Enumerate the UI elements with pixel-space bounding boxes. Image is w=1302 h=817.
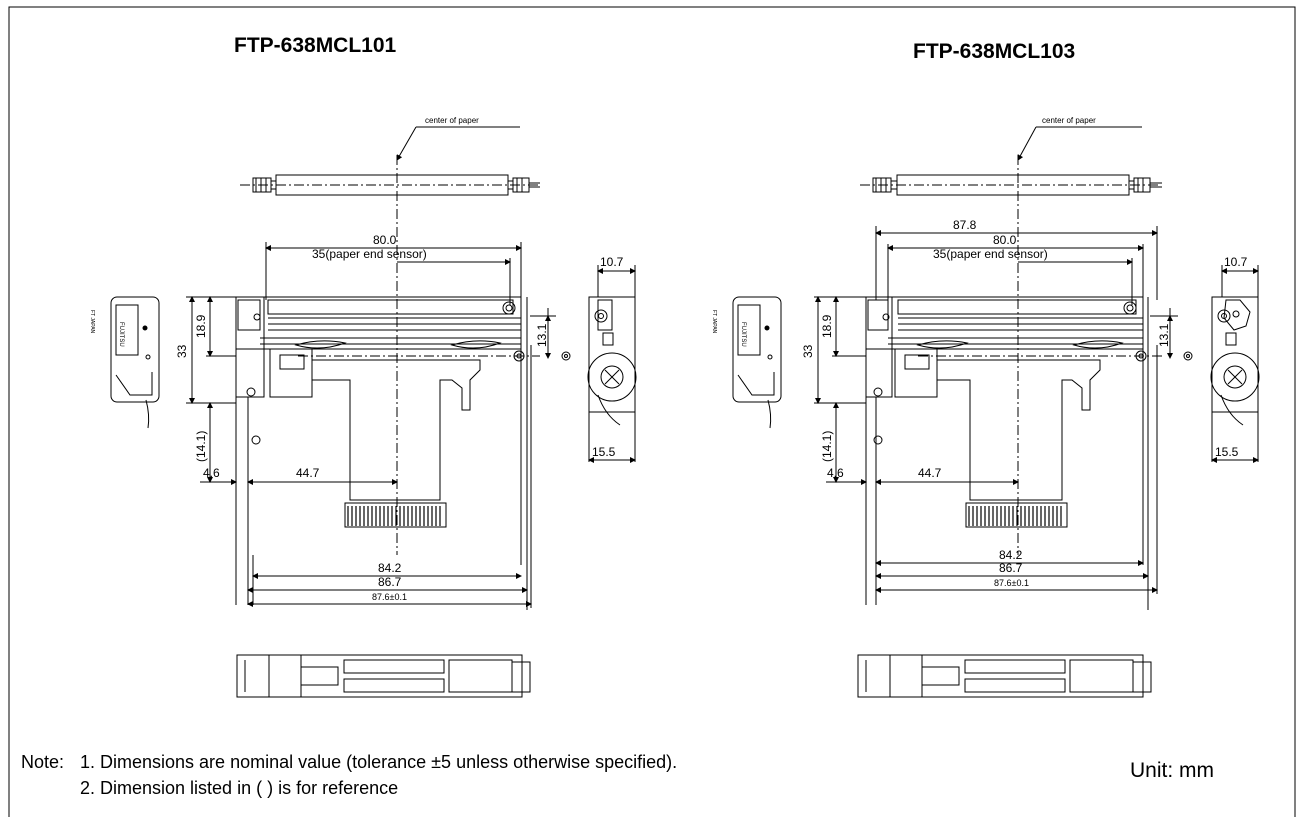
right-dim-sensor: 35(paper end sensor) [933, 247, 1048, 261]
bottom-view-right [857, 654, 1144, 698]
left-dim-84-2: 84.2 [378, 561, 402, 575]
left-dim-13-1: 13.1 [535, 323, 549, 347]
left-dim-10-7: 10.7 [600, 255, 624, 269]
left-label-small: FT JAPAN [89, 310, 95, 334]
note-line-1: 1. Dimensions are nominal value (toleran… [80, 752, 678, 772]
right-label-brand: FUJITSU [740, 322, 746, 347]
side-view-left [110, 296, 160, 403]
right-center-label: center of paper [1042, 116, 1096, 125]
left-label-brand: FUJITSU [118, 322, 124, 347]
right-dim-4-6: 4.6 [827, 466, 844, 480]
note-line-2: 2. Dimension listed in ( ) is for refere… [80, 778, 399, 798]
right-label-small: FT JAPAN [711, 310, 717, 334]
right-dim-86-7: 86.7 [999, 561, 1023, 575]
left-dim-33: 33 [175, 344, 189, 358]
right-dim-18-9: 18.9 [820, 314, 834, 338]
right-dim-14-1: (14.1) [820, 431, 834, 462]
right-dim-33: 33 [801, 344, 815, 358]
right-dim-87-8: 87.8 [953, 218, 977, 232]
left-dim-87-6: 87.6±0.1 [372, 592, 407, 602]
center-leader-arrow [396, 126, 417, 161]
left-dim-sensor: 35(paper end sensor) [312, 247, 427, 261]
left-dim-44-7: 44.7 [296, 466, 320, 480]
right-dim-10-7: 10.7 [1224, 255, 1248, 269]
right-dim-13-1: 13.1 [1157, 323, 1171, 347]
left-model-title: FTP-638MCL101 [234, 34, 397, 57]
left-dim-labels: center of paper 80.0 35(paper end sensor… [89, 116, 624, 602]
left-dim-15-5: 15.5 [592, 445, 616, 459]
right-dim-84-2: 84.2 [999, 548, 1023, 562]
left-dim-86-7: 86.7 [378, 575, 402, 589]
right-dim-15-5: 15.5 [1215, 445, 1239, 459]
unit-label: Unit: mm [1130, 759, 1214, 782]
flex-connector [344, 502, 447, 528]
side-view-right [588, 296, 636, 413]
right-dim-44-7: 44.7 [918, 466, 942, 480]
left-dim-4-6: 4.6 [203, 466, 220, 480]
left-center-label: center of paper [425, 116, 479, 125]
left-dim-18-9: 18.9 [194, 314, 208, 338]
note-prefix: Note: [21, 752, 65, 772]
right-dim-80: 80.0 [993, 233, 1017, 247]
right-model-title: FTP-638MCL103 [913, 40, 1076, 63]
left-dim-80: 80.0 [373, 233, 397, 247]
right-dim-87-6: 87.6±0.1 [994, 578, 1029, 588]
left-dim-14-1: (14.1) [194, 431, 208, 462]
right-dim-labels: center of paper 87.8 80.0 35(paper end s… [711, 116, 1248, 588]
